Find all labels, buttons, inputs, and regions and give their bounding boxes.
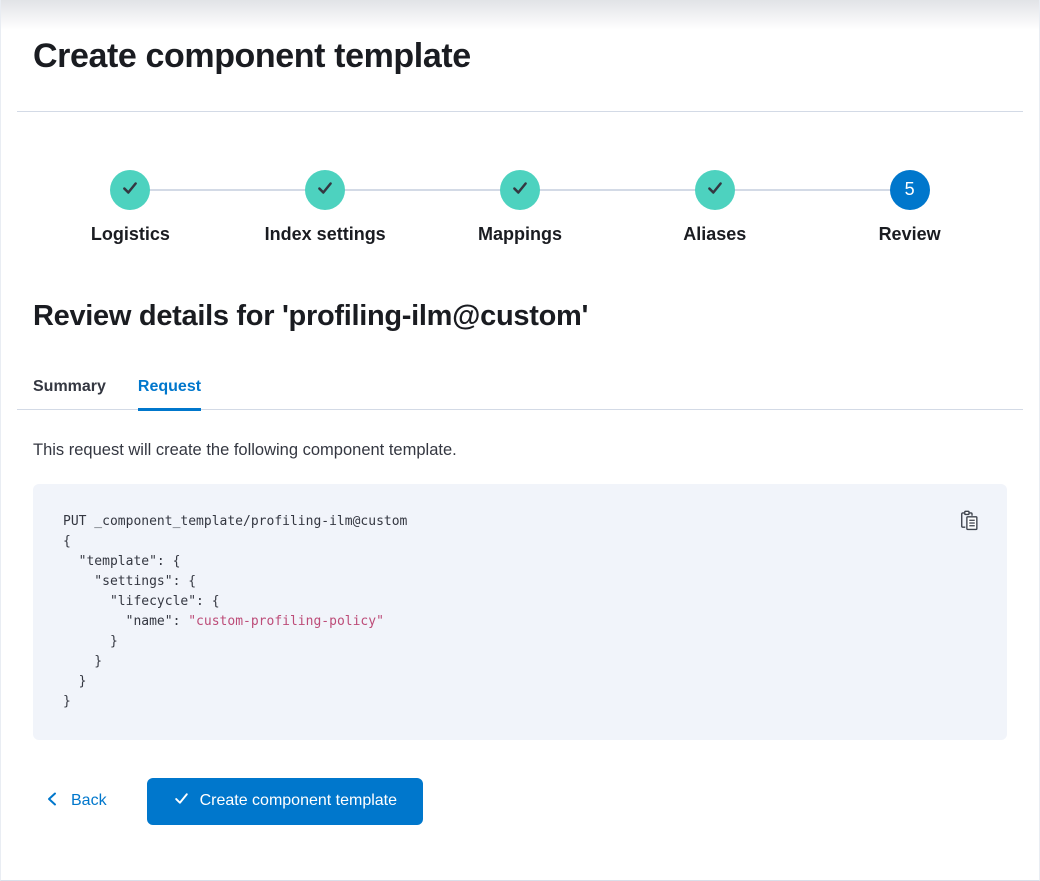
review-heading: Review details for 'profiling-ilm@custom… (33, 299, 589, 332)
step-complete-circle (694, 169, 735, 210)
check-icon (511, 179, 529, 200)
create-component-template-page: Create component template (1, 0, 1039, 77)
tab-summary[interactable]: Summary (33, 378, 106, 409)
step-label: Aliases (683, 223, 747, 244)
footer-actions: Back Create component template (33, 777, 1007, 825)
create-button-label: Create component template (199, 792, 398, 810)
step-complete-circle (110, 169, 151, 210)
check-icon (706, 179, 724, 200)
create-component-template-button[interactable]: Create component template (146, 777, 424, 825)
copy-clipboard-icon (959, 510, 980, 534)
check-icon (121, 179, 139, 200)
step-logistics[interactable]: Logistics (33, 169, 228, 245)
step-mappings[interactable]: Mappings (423, 169, 618, 245)
code-string-value: "custom-profiling-policy" (188, 613, 384, 629)
request-code: PUT _component_template/profiling-ilm@cu… (63, 513, 408, 709)
step-complete-circle (305, 169, 346, 210)
chevron-left-icon (45, 791, 61, 812)
back-button[interactable]: Back (45, 791, 107, 812)
back-button-label: Back (71, 792, 107, 810)
step-label: Logistics (90, 223, 170, 244)
step-progress: Logistics Index settings Mappings Aliase… (33, 169, 1007, 245)
page-title: Create component template (33, 37, 471, 75)
tab-request[interactable]: Request (137, 378, 202, 411)
step-review[interactable]: 5 Review (812, 169, 1007, 245)
review-tabs: Summary Request (17, 378, 1023, 411)
check-icon (173, 790, 190, 812)
copy-button[interactable] (955, 508, 983, 536)
step-label: Review (878, 223, 941, 244)
step-index-settings[interactable]: Index settings (228, 169, 423, 245)
request-code-block: PUT _component_template/profiling-ilm@cu… (33, 483, 1007, 740)
step-label: Index settings (264, 223, 386, 244)
review-section: Review details for 'profiling-ilm@custom… (1, 299, 1039, 825)
step-complete-circle (499, 169, 540, 210)
header-divider (17, 110, 1023, 112)
request-description: This request will create the following c… (33, 440, 457, 459)
check-icon (316, 179, 334, 200)
step-aliases[interactable]: Aliases (617, 169, 812, 245)
step-number: 5 (904, 179, 915, 200)
step-active-circle: 5 (889, 169, 930, 210)
step-label: Mappings (477, 223, 562, 244)
